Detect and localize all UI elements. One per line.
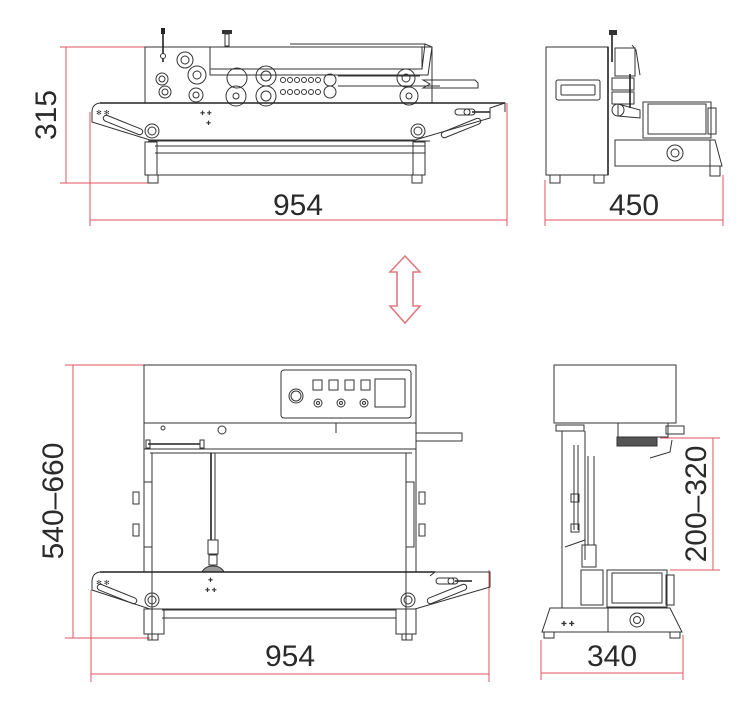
svg-text:✚: ✚ (208, 577, 213, 584)
dim-width-954-bottom: 954 (265, 640, 315, 673)
svg-text:✚ ✚: ✚ ✚ (205, 587, 217, 594)
vertical-front-view: 540–660 954 (37, 364, 491, 682)
horizontal-front-view: 315 954 (30, 28, 508, 226)
svg-text:✻ ✻: ✻ ✻ (96, 109, 110, 117)
control-panel (280, 369, 412, 419)
svg-text:✚ ✚: ✚ ✚ (561, 620, 575, 628)
svg-text:✚ ✚: ✚ ✚ (200, 110, 212, 117)
dim-depth-450: 450 (609, 189, 659, 222)
double-arrow-vertical-icon (388, 254, 422, 325)
dim-depth-340: 340 (587, 640, 637, 673)
dim-height-315: 315 (30, 90, 63, 140)
svg-text:✚: ✚ (206, 120, 211, 127)
drive-rollers (155, 51, 440, 107)
svg-text:✻ ✻: ✻ ✻ (96, 579, 110, 587)
dim-width-954-top: 954 (273, 189, 323, 222)
vertical-side-view: 200–320 340 ✚ ✚ (540, 364, 720, 680)
horizontal-side-view: 450 (544, 30, 724, 226)
dim-sealing-height-200-320: 200–320 (680, 446, 713, 563)
dim-height-540-660: 540–660 (37, 443, 70, 560)
